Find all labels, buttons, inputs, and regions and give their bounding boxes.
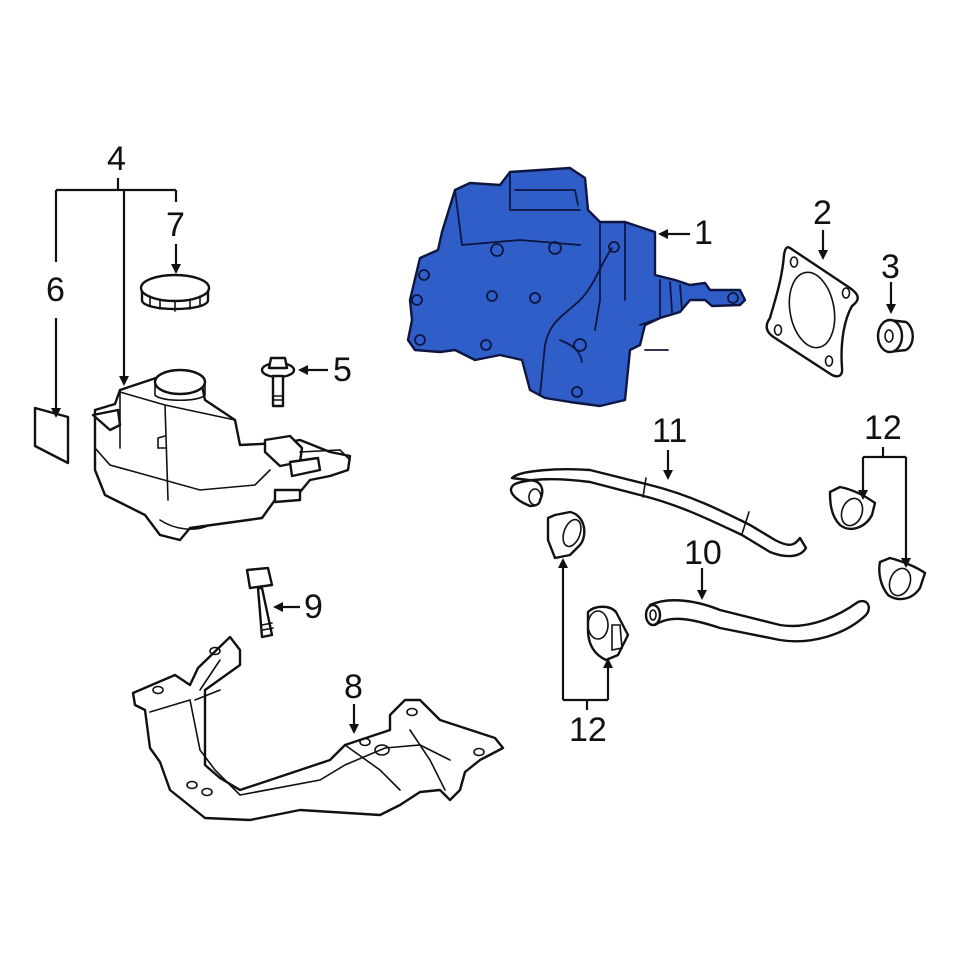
callout-10: 10 [684, 534, 722, 572]
part-3-nut[interactable] [876, 318, 914, 354]
part-4-reservoir[interactable] [91, 368, 352, 542]
callout-5: 5 [333, 351, 352, 389]
part-12-clamp-b[interactable] [586, 605, 630, 662]
callout-12-bottom: 12 [569, 711, 607, 749]
part-10-hose[interactable] [644, 599, 870, 643]
callout-9: 9 [304, 588, 323, 626]
callout-2: 2 [813, 194, 832, 232]
part-2-gasket[interactable] [765, 246, 859, 378]
callout-1: 1 [694, 214, 713, 252]
part-11-hose[interactable] [509, 468, 808, 558]
callout-6: 6 [46, 271, 65, 309]
callout-4: 4 [107, 140, 126, 178]
callout-12-right: 12 [864, 409, 902, 447]
part-8-bracket[interactable] [131, 635, 505, 822]
callout-7: 7 [166, 206, 185, 244]
part-9-bolt[interactable] [245, 566, 274, 639]
callout-8: 8 [344, 668, 363, 706]
part-12-clamp-a[interactable] [546, 510, 586, 560]
part-12-clamp-c[interactable] [828, 485, 877, 530]
part-12-clamp-d[interactable] [878, 556, 927, 601]
leader-lines [51, 178, 911, 734]
part-6-label[interactable] [33, 406, 70, 465]
part-5-bolt[interactable] [260, 356, 296, 408]
part-1-brake-booster-assembly[interactable] [406, 166, 747, 408]
part-7-cap[interactable] [139, 273, 211, 312]
callout-11: 11 [652, 412, 688, 450]
callout-3: 3 [881, 248, 900, 286]
